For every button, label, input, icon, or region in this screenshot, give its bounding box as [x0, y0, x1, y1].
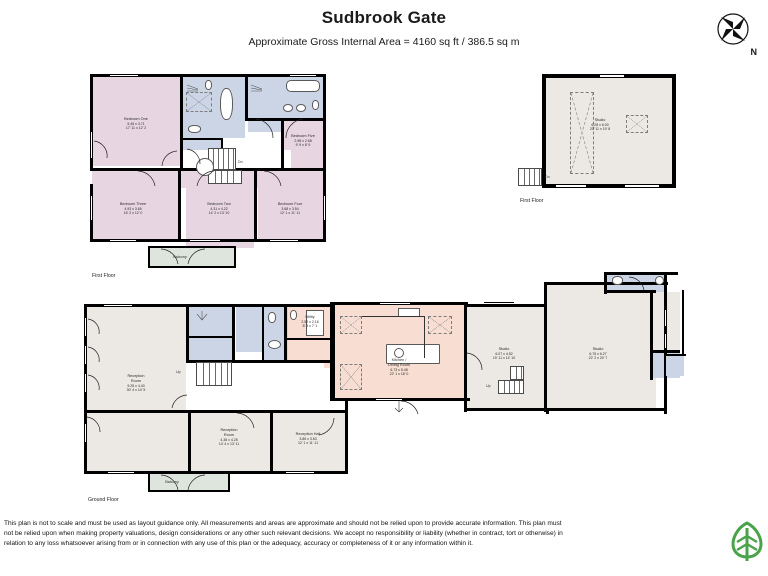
stair-down-label-first: Dn: [238, 160, 243, 164]
stair-up-label-ground: Up: [176, 370, 181, 374]
room-bath-ground-b: [188, 338, 234, 362]
label-bedroom-five: Bedroom Five 2.98 x 2.68 9' 9 x 8' 9: [291, 134, 315, 148]
staircase-annexe: [518, 168, 542, 186]
room-studio-right: [546, 284, 656, 408]
label-reception-main: Reception Room 9.25 x 4.40 30' 4 x 14' 5: [126, 374, 146, 393]
room-studio-first: [544, 76, 674, 188]
staircase-studio: [498, 380, 524, 394]
stair-down-label-annexe: Dn: [545, 175, 550, 179]
compass-rose-icon: N: [716, 12, 758, 57]
room-bedroom-three: [92, 186, 178, 241]
leaf-logo-icon: [729, 518, 765, 562]
page-title: Sudbrook Gate: [321, 8, 447, 27]
staircase-ground: [196, 362, 232, 386]
room-bedroom-four: [258, 186, 324, 239]
stair-up-label-studio: Up: [486, 384, 491, 388]
room-bath-ground-a: [188, 306, 234, 338]
label-kitchen-dining: Kitchen / Dining Room 6.73 x 5.48 22' 1 …: [388, 358, 410, 377]
label-reception-two: Reception Room 4.38 x 4.25 14' 4 x 13' 1…: [218, 428, 240, 447]
floorplan-drawing: Dn Bedroom One 5.45 x 3.71 17' 11 x 12' …: [84, 74, 686, 503]
label-utility: Utility 2.52 x 2.16 8' 3 x 7' 1: [301, 315, 319, 329]
label-bedroom-two: Bedroom Two 4.31 x 4.22 14' 2 x 13' 10: [207, 202, 231, 216]
label-balcony-ground: Balcony: [165, 480, 179, 484]
label-reception-hall: Reception Hall 3.86 x 3.63 12' 1 x 11' 1…: [295, 432, 321, 446]
label-balcony-first: Balcony: [173, 255, 187, 259]
label-studio-first: Studio 6.28 x 6.00 20' 11 x 19' 8: [589, 118, 611, 132]
disclaimer-text: This plan is not to scale and must be us…: [4, 520, 563, 548]
room-reception-main: [86, 306, 186, 410]
room-reception-main-lower: [86, 412, 188, 474]
balcony-ground-floor: [148, 474, 230, 492]
room-corner-bath: [666, 356, 684, 376]
room-reception-two: [190, 412, 270, 474]
floor-label-first: First Floor: [92, 273, 116, 279]
label-bedroom-three: Bedroom Three 4.93 x 3.65 16' 2 x 12' 0: [119, 202, 147, 216]
floor-label-ground: Ground Floor: [88, 497, 119, 503]
page-subtitle: Approximate Gross Internal Area = 4160 s…: [248, 36, 520, 48]
label-bedroom-one: Bedroom One 5.45 x 3.71 17' 11 x 12' 2: [124, 117, 148, 131]
balcony-first-floor: [148, 248, 234, 268]
compass-north-label: N: [750, 47, 758, 57]
label-studio-left: Studio 6.07 x 4.52 19' 11 x 14' 10: [492, 347, 516, 361]
floor-label-first-annexe: First Floor: [520, 198, 544, 204]
label-studio-right: Studio 6.75 x 6.27 22' 2 x 20' 7: [588, 347, 608, 361]
room-bedroom-two: [186, 186, 254, 248]
label-bedroom-four: Bedroom Four 3.68 x 3.54 12' 1 x 11' 11: [277, 202, 303, 216]
